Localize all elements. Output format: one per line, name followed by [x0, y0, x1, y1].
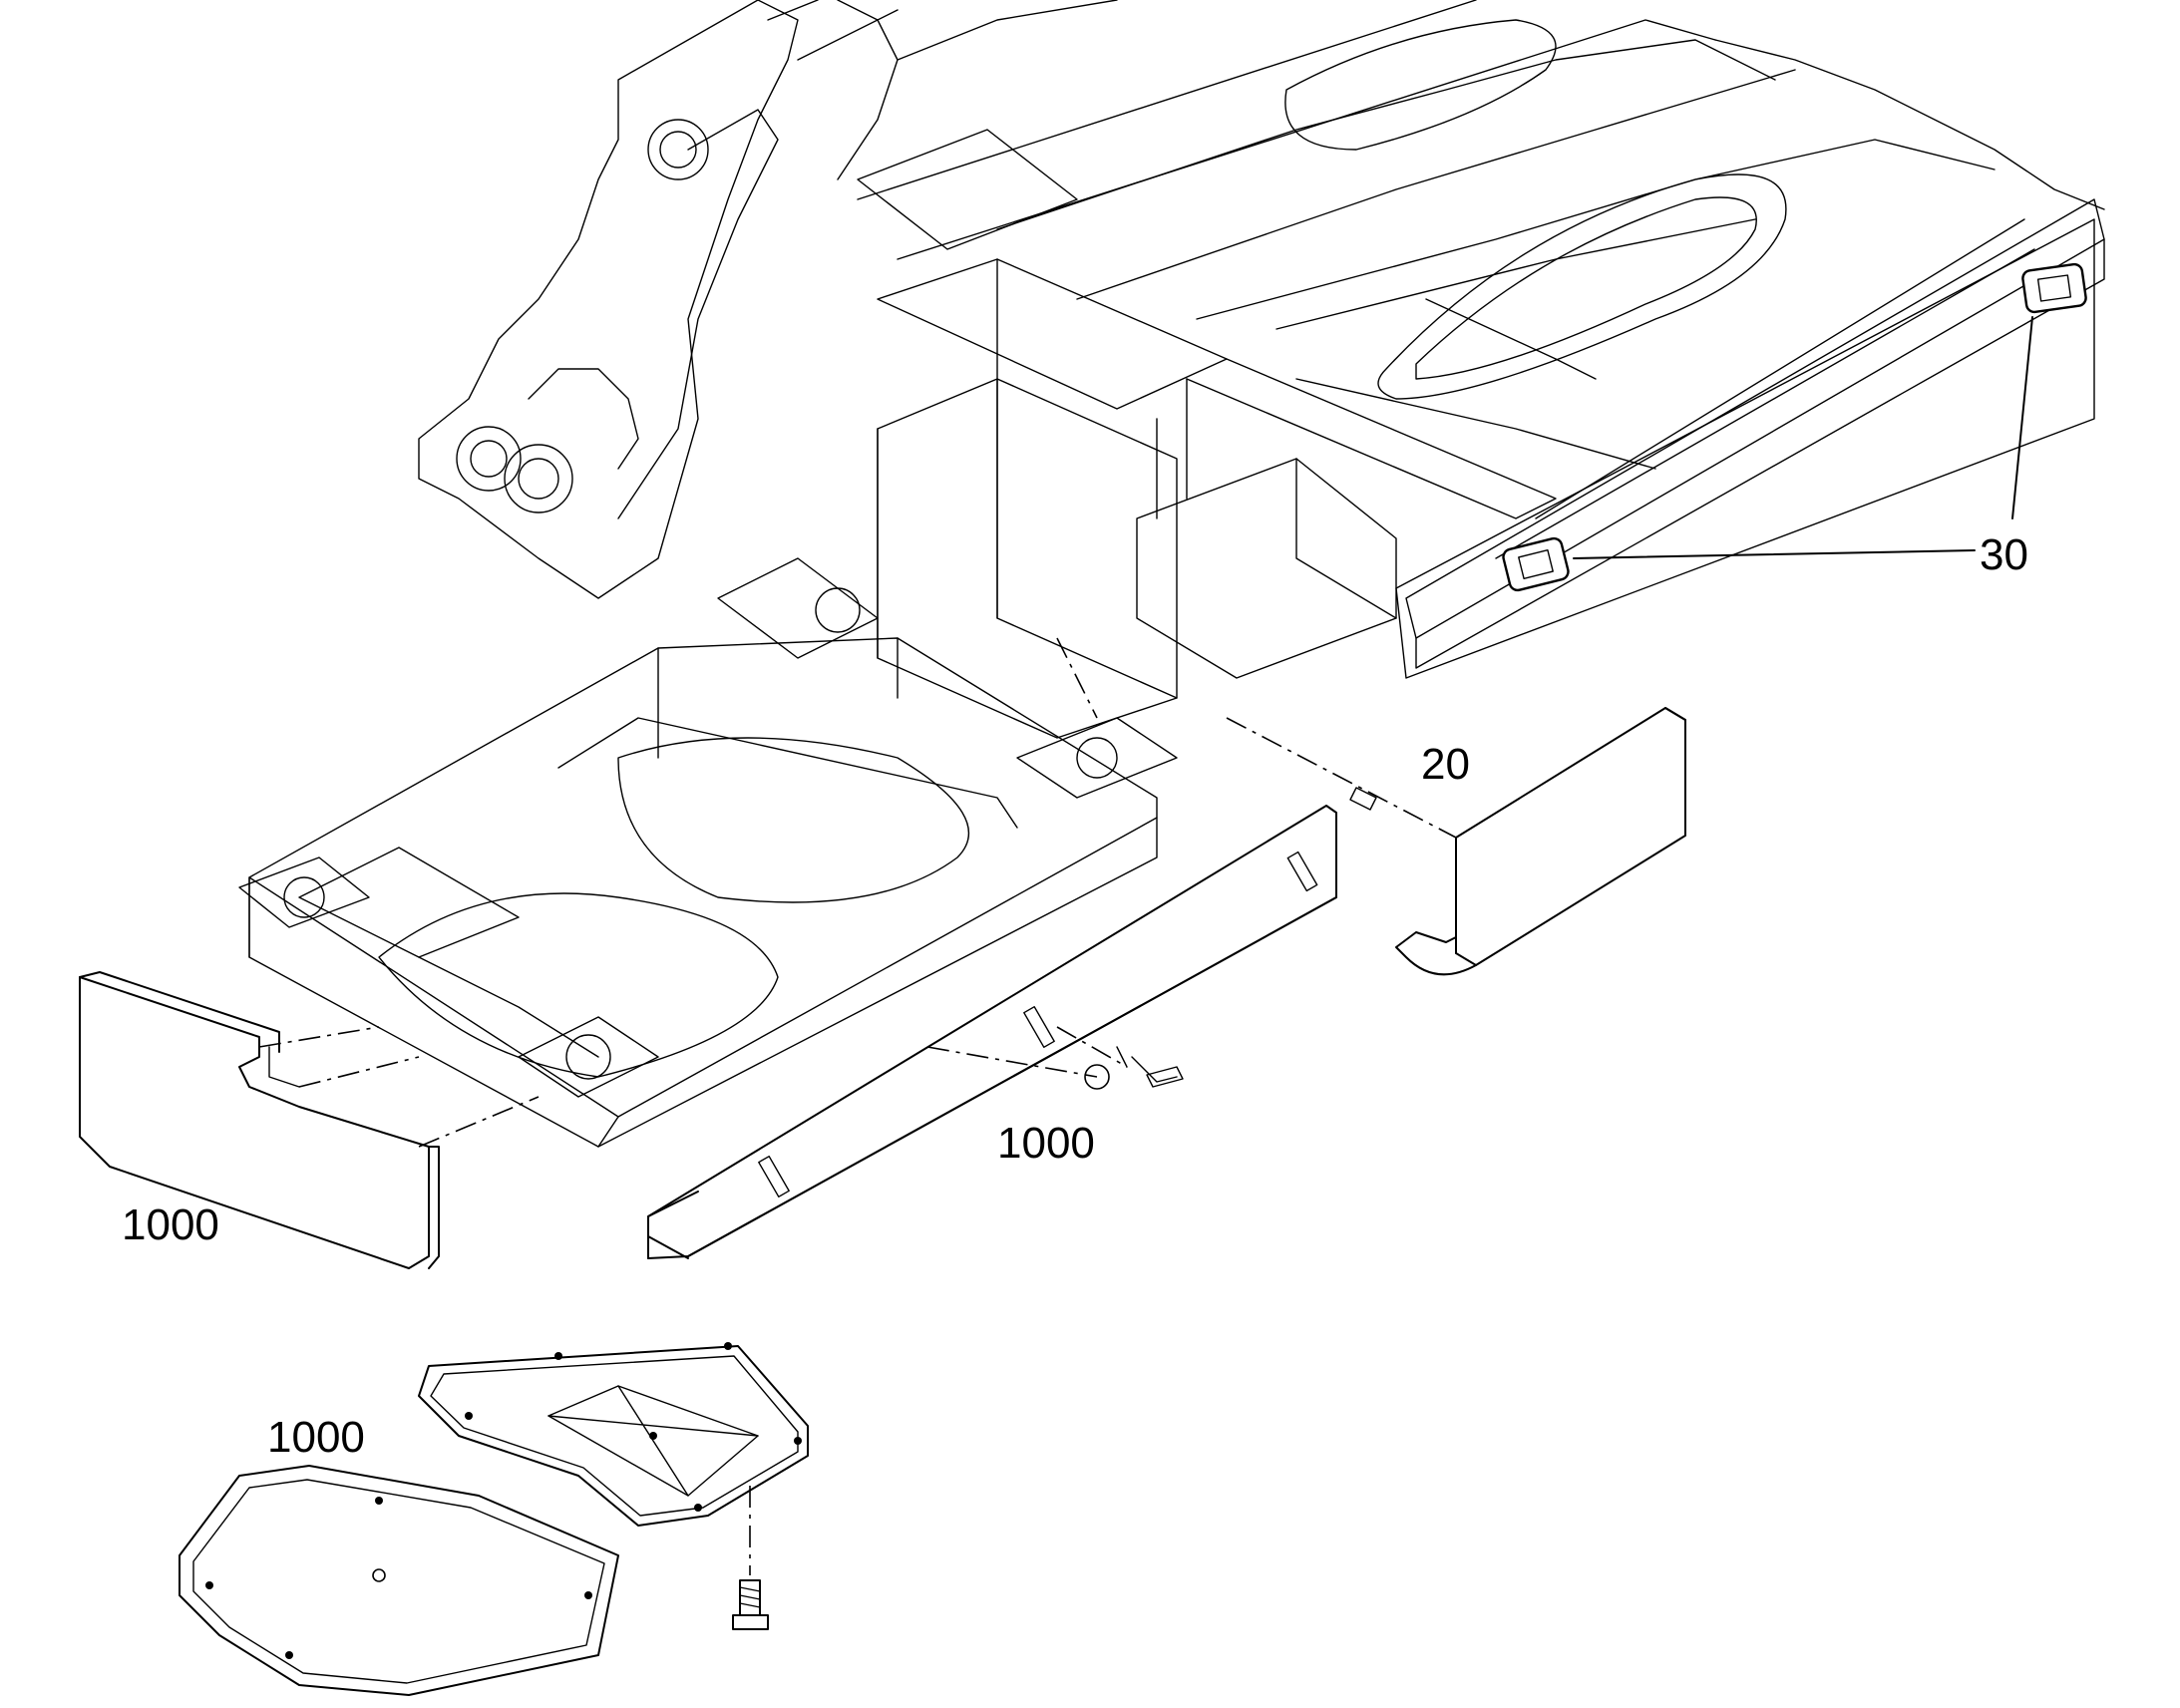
- callout-1000-bottom-cover: 1000: [267, 1413, 365, 1462]
- upper-frame-structure: [238, 0, 2105, 1148]
- part-20-l-bracket: [1226, 707, 1686, 976]
- side-rail-assembly: [647, 805, 1337, 1259]
- part-30-cover-plates: [1502, 262, 2087, 592]
- front-plate-assembly: [79, 971, 540, 1269]
- bottom-cover-plates: [179, 1342, 809, 1696]
- callout-1000-side-rail: 1000: [997, 1119, 1095, 1168]
- callout-20: 20: [1421, 740, 1470, 789]
- callout-1000-front-plate: 1000: [122, 1200, 219, 1249]
- callout-30: 30: [1980, 530, 2028, 579]
